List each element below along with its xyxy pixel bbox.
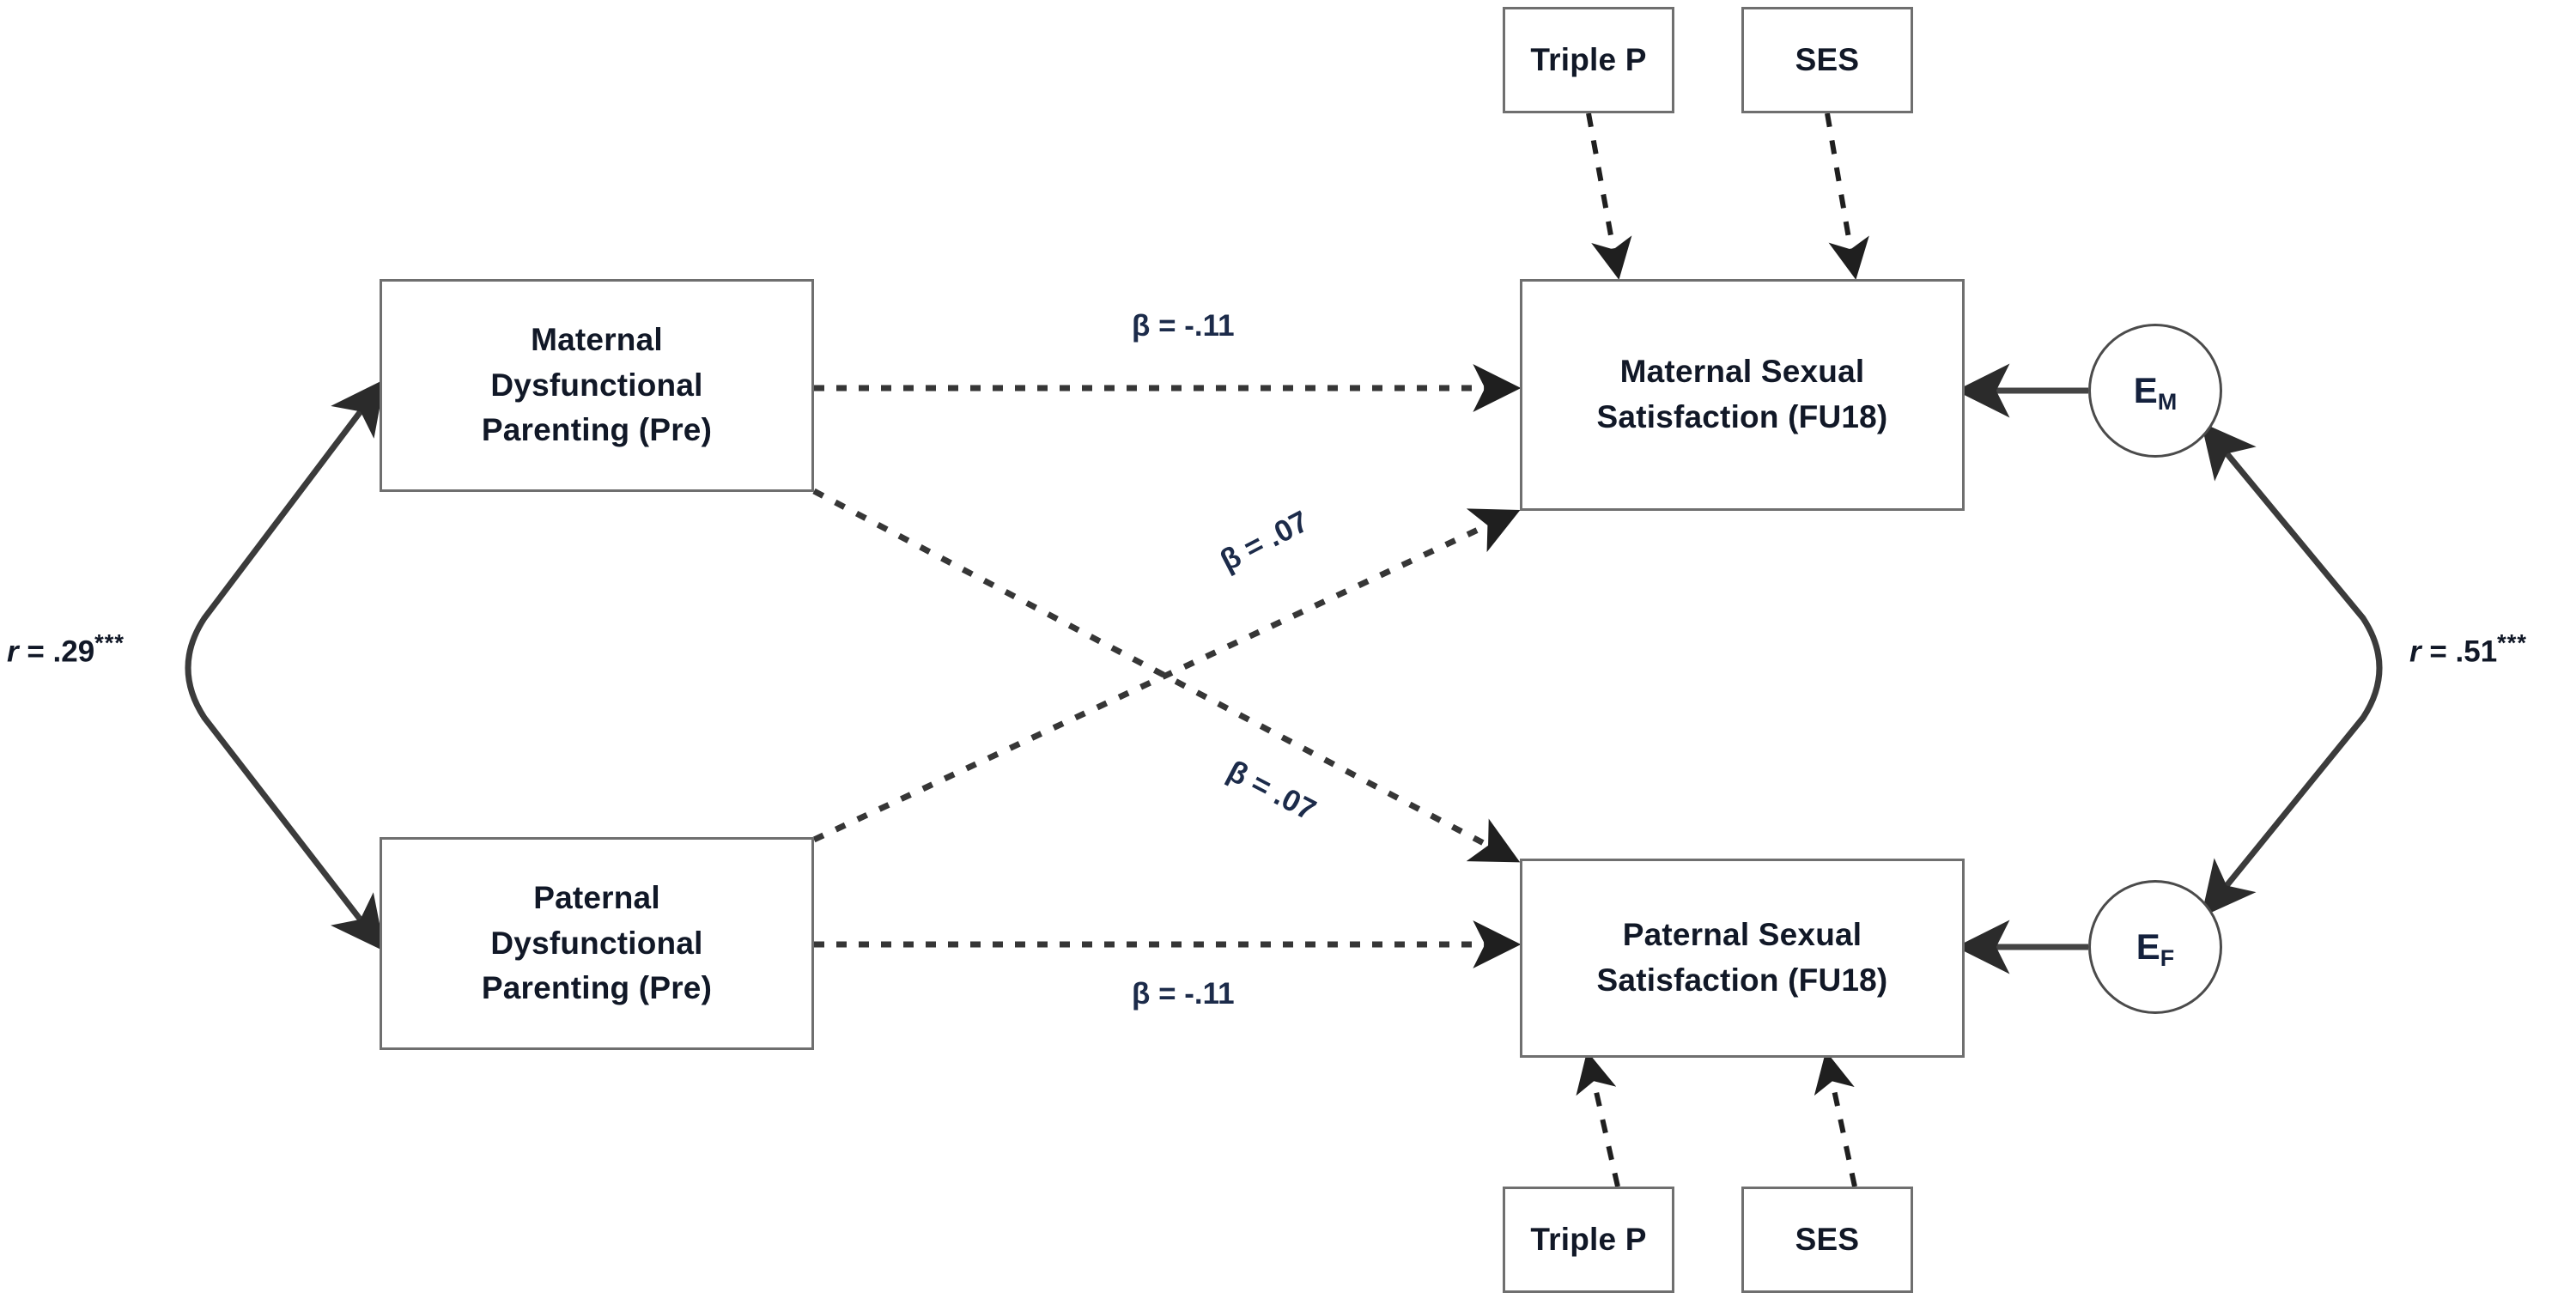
correlation-left-equals: = — [18, 634, 53, 669]
node-paternal-sexual-satisfaction-label: Paternal Sexual Satisfaction (FU18) — [1596, 917, 1888, 998]
node-error-paternal-subscript: F — [2160, 945, 2175, 972]
correlation-right-symbol: r — [2409, 634, 2421, 669]
edge-ses-bottom-to-paternal-satisfaction — [1814, 1051, 1857, 1187]
correlation-left-value: .29 — [52, 634, 95, 669]
node-triple-p-top-label: Triple P — [1530, 41, 1647, 77]
edge-paternal-parenting-to-maternal-satisfaction — [812, 508, 1521, 843]
correlation-label-left: r = .29*** — [7, 629, 125, 670]
correlation-arc-left — [185, 379, 386, 952]
edge-triplep-bottom-to-paternal-satisfaction — [1576, 1051, 1620, 1187]
edge-triplep-top-to-maternal-satisfaction — [1586, 112, 1632, 280]
correlation-arc-right — [2201, 422, 2383, 918]
correlation-left-significance: *** — [94, 629, 125, 656]
node-error-maternal-subscript: M — [2157, 389, 2178, 416]
node-paternal-sexual-satisfaction[interactable]: Paternal Sexual Satisfaction (FU18) — [1520, 859, 1965, 1058]
node-paternal-dysfunctional-parenting-label: Paternal Dysfunctional Parenting (Pre) — [481, 880, 713, 1006]
path-label-maternal-to-maternal: β = -.11 — [1132, 309, 1235, 343]
correlation-left-symbol: r — [7, 634, 19, 669]
path-label-paternal-to-paternal: β = -.11 — [1132, 977, 1235, 1011]
node-error-paternal[interactable]: EF — [2088, 880, 2222, 1014]
node-maternal-dysfunctional-parenting[interactable]: Maternal Dysfunctional Parenting (Pre) — [380, 279, 814, 492]
correlation-right-equals: = — [2421, 634, 2456, 669]
node-ses-bottom-label: SES — [1795, 1221, 1860, 1257]
correlation-right-value: .51 — [2455, 634, 2498, 669]
node-error-maternal[interactable]: EM — [2088, 324, 2222, 458]
node-error-paternal-label: EF — [2136, 926, 2175, 972]
node-triple-p-top[interactable]: Triple P — [1503, 7, 1674, 113]
node-ses-top-label: SES — [1795, 41, 1860, 77]
node-maternal-dysfunctional-parenting-label: Maternal Dysfunctional Parenting (Pre) — [481, 322, 713, 448]
correlation-right-significance: *** — [2497, 629, 2528, 656]
node-maternal-sexual-satisfaction-label: Maternal Sexual Satisfaction (FU18) — [1596, 354, 1888, 434]
node-ses-top[interactable]: SES — [1741, 7, 1913, 113]
node-ses-bottom[interactable]: SES — [1741, 1187, 1913, 1293]
edge-ses-top-to-maternal-satisfaction — [1825, 112, 1869, 280]
node-paternal-dysfunctional-parenting[interactable]: Paternal Dysfunctional Parenting (Pre) — [380, 837, 814, 1050]
node-triple-p-bottom[interactable]: Triple P — [1503, 1187, 1674, 1293]
node-maternal-sexual-satisfaction[interactable]: Maternal Sexual Satisfaction (FU18) — [1520, 279, 1965, 511]
correlation-label-right: r = .51*** — [2409, 629, 2527, 670]
node-error-maternal-label: EM — [2133, 370, 2178, 416]
node-triple-p-bottom-label: Triple P — [1530, 1221, 1647, 1257]
